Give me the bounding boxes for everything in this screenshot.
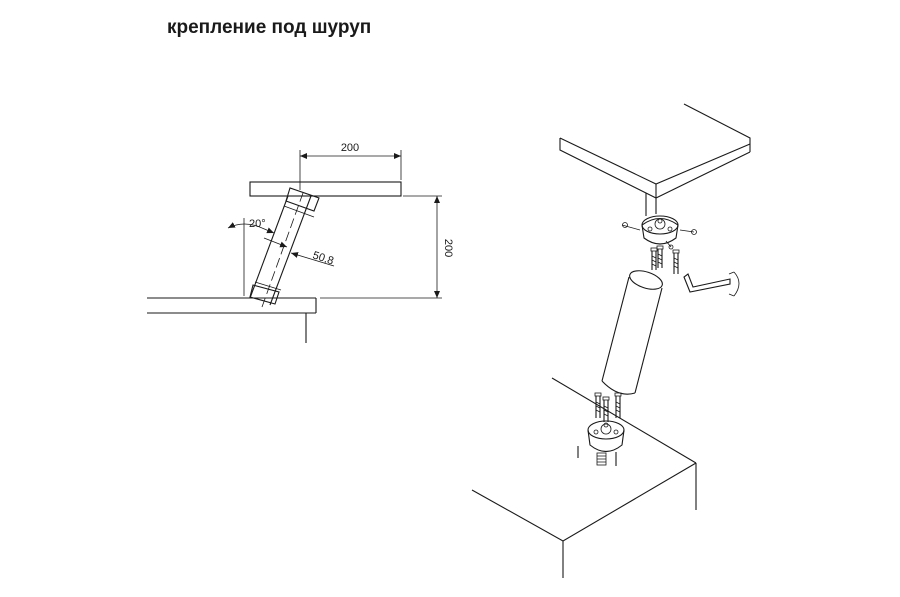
screw	[672, 249, 680, 274]
dimension-horizontal: 200	[299, 142, 402, 190]
top-flange	[621, 215, 697, 250]
hex-key	[683, 271, 740, 297]
screw	[656, 245, 664, 268]
dimension-angle: 20°	[227, 218, 275, 296]
dimension-vertical: 200	[320, 195, 454, 299]
screw	[650, 247, 658, 270]
dimension-diameter: 50,8	[263, 237, 335, 267]
screw	[594, 392, 602, 418]
diagram-title: крепление под шуруп	[167, 17, 372, 38]
tube	[601, 270, 663, 395]
bottom-screws	[594, 392, 622, 422]
isometric-exploded-view	[471, 103, 751, 578]
counter-bottom	[471, 377, 697, 578]
top-screws	[650, 245, 680, 274]
shelf-top	[559, 103, 751, 216]
bottom-flange	[587, 420, 625, 466]
screw	[614, 392, 622, 418]
top-plate	[249, 181, 402, 197]
dimension-diameter-label: 50,8	[311, 249, 335, 267]
inclined-tube	[249, 187, 320, 308]
side-view-schematic: 200 200 20° 50,8	[147, 142, 454, 343]
bottom-surface	[147, 297, 317, 343]
dimension-vertical-label: 200	[442, 239, 454, 257]
dimension-horizontal-label: 200	[341, 142, 359, 154]
dimension-angle-label: 20°	[249, 218, 266, 230]
